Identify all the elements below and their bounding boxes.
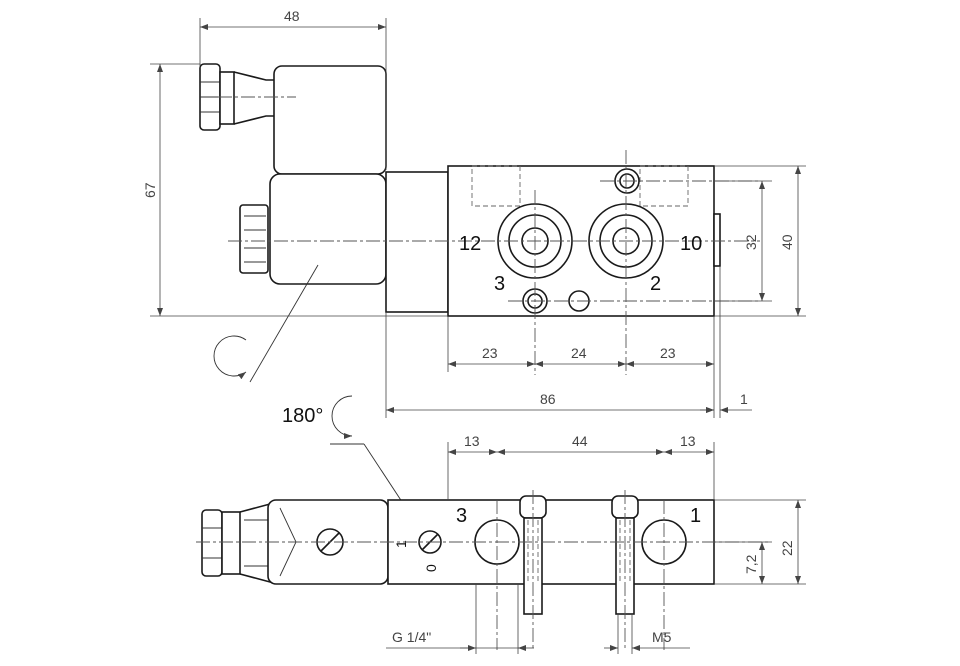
bottom-view: 1 0 3 1 [196, 490, 770, 650]
end-cap [713, 213, 721, 267]
dim-48: 48 [284, 8, 300, 24]
connector-plug-side [201, 509, 223, 577]
dim-13-right: 13 [680, 433, 696, 449]
dim-32: 32 [743, 234, 759, 250]
port-10-label: 10 [680, 233, 702, 255]
dim-24: 24 [571, 345, 587, 361]
top-dimensions: 48 67 32 40 23 24 23 86 1 [142, 8, 806, 418]
top-view: 12 10 3 2 [199, 63, 760, 383]
side-port-3-label: 3 [456, 505, 467, 527]
pilot-hole-top [614, 168, 640, 194]
armature-tube [385, 171, 449, 313]
dim-23-right: 23 [660, 345, 676, 361]
coil-housing [273, 65, 387, 175]
dim-67: 67 [142, 182, 158, 198]
port-3-label: 3 [494, 273, 505, 295]
dim-1: 1 [740, 391, 748, 407]
rotation-label: 180° [282, 405, 323, 427]
bottom-dimensions: 13 44 13 7,2 22 G 1/4" M5 [386, 433, 806, 654]
coil-knob [239, 204, 269, 274]
manual-override [418, 530, 442, 554]
dim-13-left: 13 [464, 433, 480, 449]
switch-off-label: 0 [423, 564, 439, 572]
dim-44: 44 [572, 433, 588, 449]
dim-86: 86 [540, 391, 556, 407]
port-12-label: 12 [459, 233, 481, 255]
dim-7-2: 7,2 [743, 554, 759, 574]
dim-40: 40 [779, 234, 795, 250]
switch-on-label: 1 [393, 540, 409, 548]
coil-body [269, 173, 387, 285]
dim-22: 22 [779, 540, 795, 556]
thread-m5: M5 [652, 629, 672, 645]
thread-g14: G 1/4" [392, 629, 431, 645]
side-port-1-label: 1 [690, 505, 701, 527]
port-2-label: 2 [650, 273, 661, 295]
dim-23-left: 23 [482, 345, 498, 361]
rotation-note: 180° [282, 395, 411, 515]
